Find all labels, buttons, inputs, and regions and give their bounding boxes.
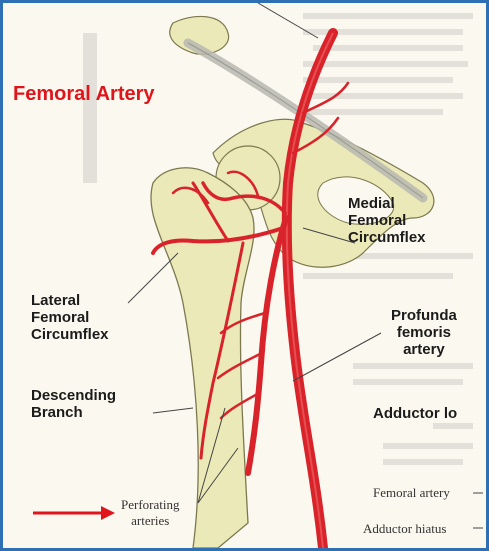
label-profunda-femoris: Profunda femoris artery	[391, 308, 457, 358]
profunda-femoris-artery	[248, 218, 286, 473]
label-perforating-arteries: Perforating arteries	[121, 497, 179, 528]
red-arrow-icon	[33, 506, 115, 520]
label-lateral-circumflex: Lateral Femoral Circumflex	[31, 293, 109, 343]
label-adductor-hiatus: Adductor hiatus	[363, 521, 446, 537]
title-femoral-artery: Femoral Artery	[13, 83, 155, 106]
label-descending-branch: Descending Branch	[31, 388, 116, 422]
femur-bone	[151, 168, 254, 548]
label-adductor: Adductor lo	[373, 406, 457, 423]
label-medial-circumflex: Medial Femoral Circumflex	[348, 196, 426, 246]
label-femoral-artery-small: Femoral artery	[373, 485, 450, 501]
